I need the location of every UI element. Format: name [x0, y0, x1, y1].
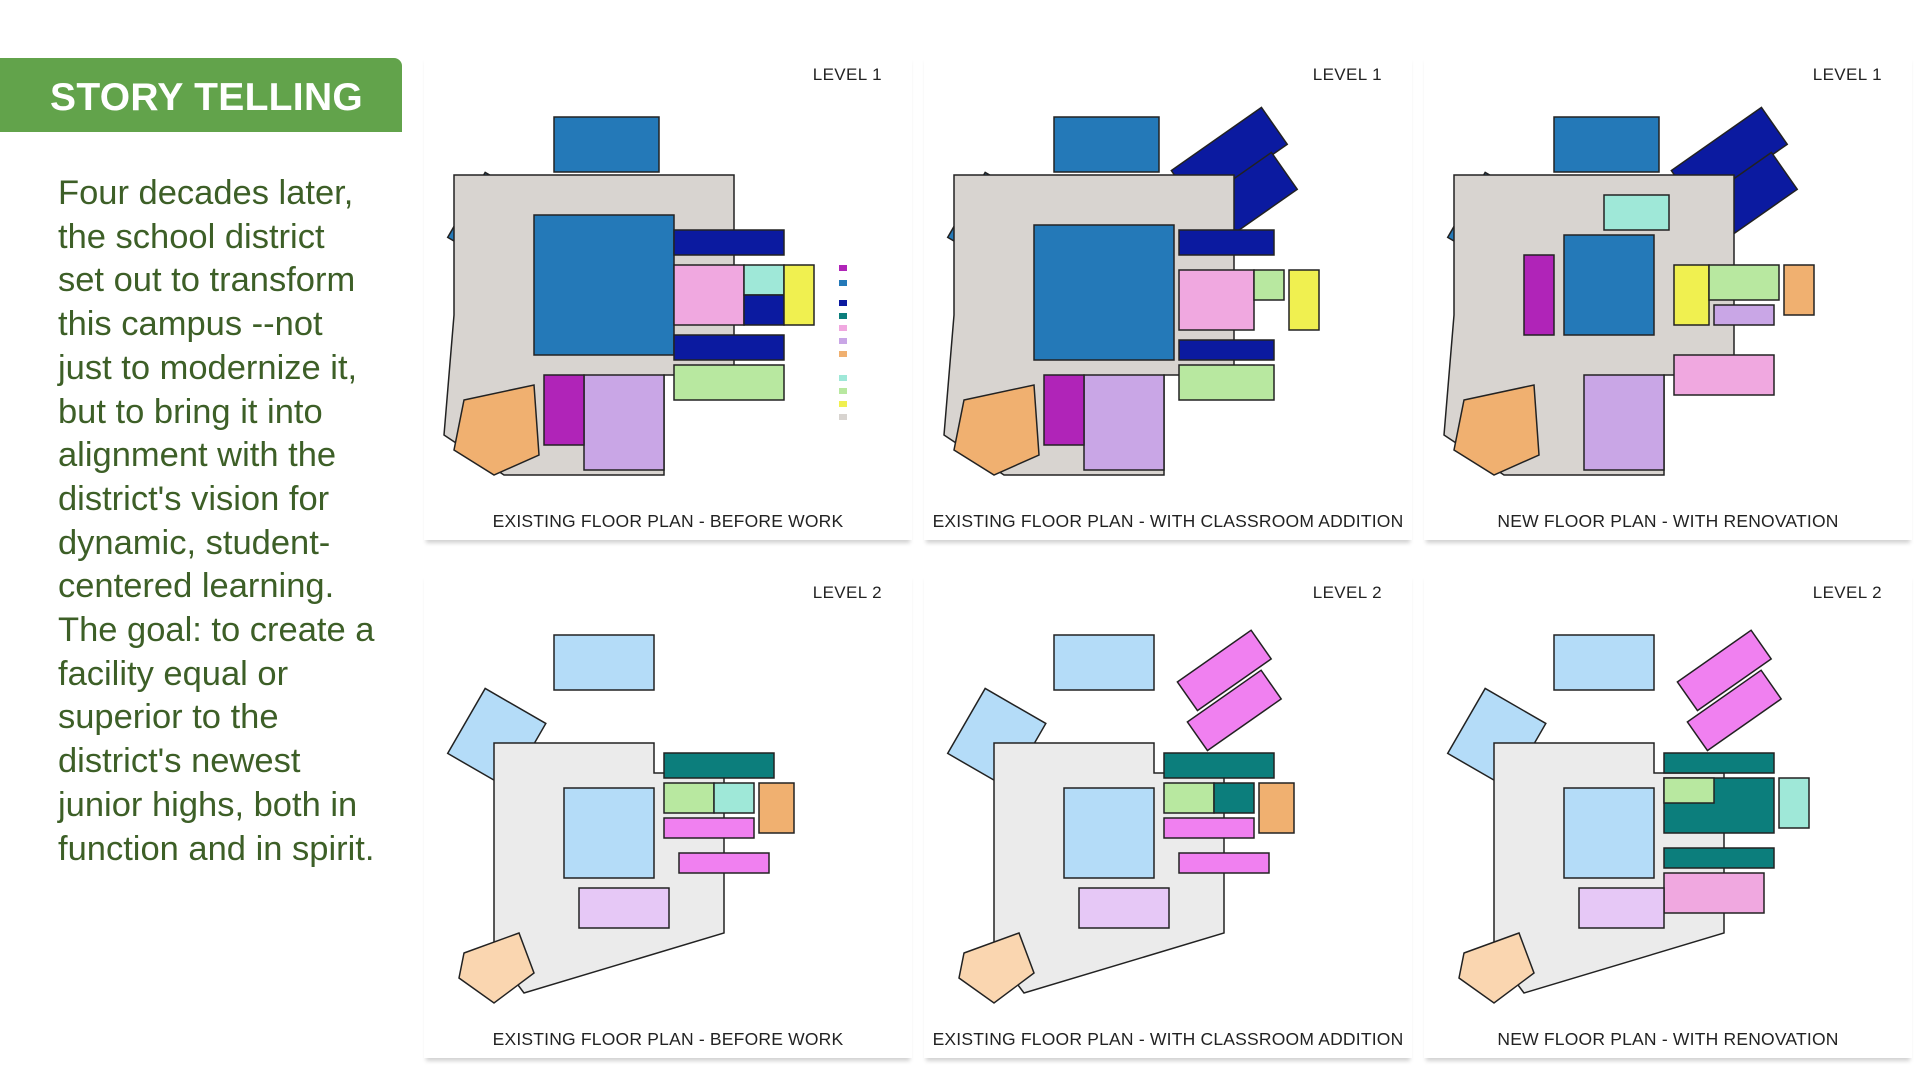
floor-plan-panel-level1-before: LEVEL 1 EXISTING FLOOR PLAN - BEFORE WOR… [424, 55, 912, 540]
story-line: superior to the [58, 698, 279, 737]
story-line: Four decades later, [58, 174, 354, 212]
story-line: just to modernize it, [58, 348, 358, 387]
floor-plan-level2-before-image [446, 634, 795, 1004]
story-line: but to bring it into [58, 392, 323, 431]
plan-caption: NEW FLOOR PLAN - WITH RENOVATION [1497, 1029, 1839, 1049]
floor-plan-level1-addition-image [943, 106, 1320, 476]
floor-plan-panel-level2-before: LEVEL 2 EXISTING FLOOR PLAN - BEFORE WOR… [424, 573, 912, 1058]
story-line: facility equal or [58, 654, 289, 693]
story-line: set out to transform [58, 261, 356, 300]
story-line: alignment with the [58, 436, 337, 475]
level-label: LEVEL 1 [812, 65, 882, 84]
story-line: this campus --not [58, 305, 323, 344]
floor-plan-panel-level1-renovation: LEVEL 1 NEW FLOOR PLAN - WITH RENOVATION [1424, 55, 1912, 540]
plan-caption: NEW FLOOR PLAN - WITH RENOVATION [1497, 511, 1839, 531]
level-label: LEVEL 2 [812, 583, 882, 602]
plan-caption: EXISTING FLOOR PLAN - BEFORE WORK [492, 1029, 844, 1049]
floor-plan-level1-renovation-image [1443, 106, 1815, 476]
floor-plan-level1-before-image [443, 116, 847, 476]
story-telling-banner: STORY TELLING [0, 58, 402, 132]
story-line: dynamic, student- [58, 523, 331, 562]
plan-caption: EXISTING FLOOR PLAN - WITH CLASSROOM ADD… [932, 511, 1404, 531]
story-line: function and in spirit. [58, 829, 375, 868]
plan-caption: EXISTING FLOOR PLAN - WITH CLASSROOM ADD… [932, 1029, 1404, 1049]
story-line: The goal: to create a [58, 611, 375, 650]
level-label: LEVEL 2 [1812, 583, 1882, 602]
story-line: district's newest [58, 742, 301, 781]
level-label: LEVEL 2 [1312, 583, 1382, 602]
level-label: LEVEL 1 [1812, 65, 1882, 84]
plan-caption: EXISTING FLOOR PLAN - BEFORE WORK [492, 511, 844, 531]
story-line: district's vision for [58, 479, 330, 518]
floor-plan-panel-level2-addition: LEVEL 2 EXISTING FLOOR PLAN - WITH CLASS… [924, 573, 1412, 1058]
floor-plan-panel-level1-addition: LEVEL 1 EXISTING FLOOR PLAN - WITH CLASS… [924, 55, 1412, 540]
story-text: Four decades later, the school district … [58, 172, 408, 871]
floor-plan-level2-renovation-image [1446, 629, 1810, 1004]
floor-plan-level2-addition-image [946, 629, 1295, 1004]
story-telling-title: STORY TELLING [50, 76, 364, 119]
story-line: junior highs, both in [58, 785, 358, 824]
story-line: the school district [58, 217, 325, 256]
level-label: LEVEL 1 [1312, 65, 1382, 84]
floor-plan-panel-level2-renovation: LEVEL 2 NEW FLOOR PLAN - WITH RENOVATION [1424, 573, 1912, 1058]
story-line: centered learning. [58, 567, 335, 606]
